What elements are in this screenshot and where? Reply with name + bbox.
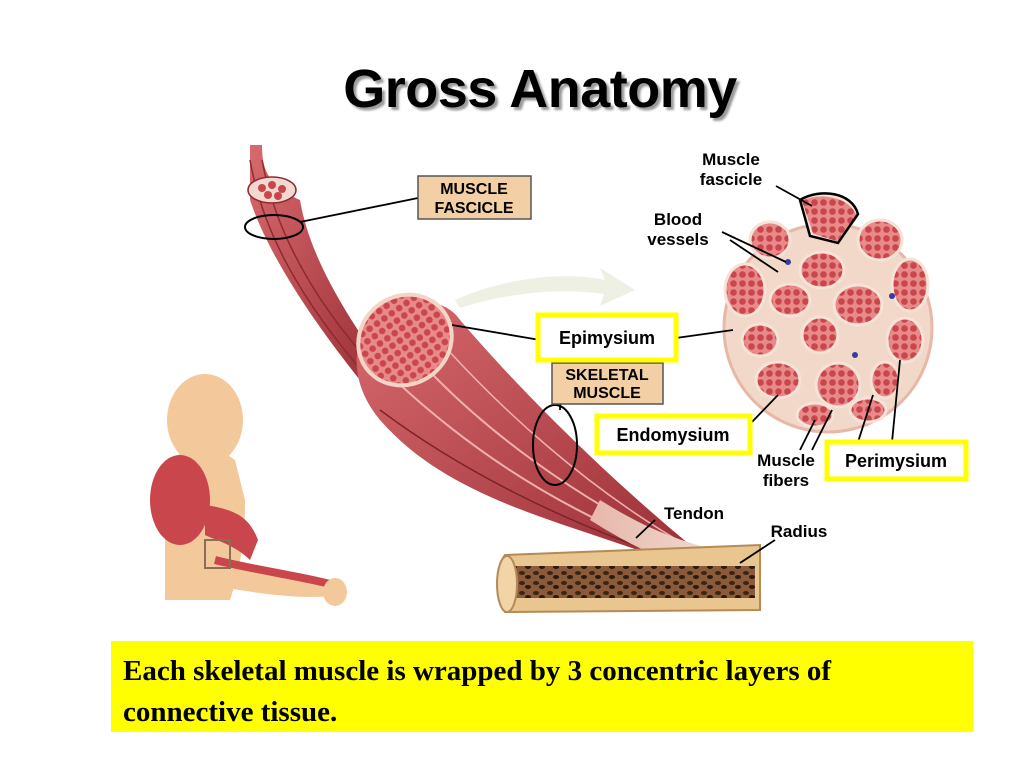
fascicle-strand — [244, 145, 385, 380]
muscle-fascicle-label-line1: Muscle — [702, 150, 760, 169]
endomysium-label: Endomysium — [616, 425, 729, 445]
blood-vessels-label-line2: vessels — [647, 230, 708, 249]
muscle-cross-section — [722, 192, 934, 434]
muscle-fascicle-box — [417, 175, 532, 220]
slide-title: Gross Anatomy — [343, 59, 737, 119]
muscle-fibers-label-line2: fibers — [763, 471, 809, 490]
tendon-label: Tendon — [664, 504, 724, 523]
skeletal-muscle-box — [551, 362, 664, 405]
epimysium-box — [535, 312, 679, 363]
blood-vessels-label-line1: Blood — [654, 210, 702, 229]
caption-text: Each skeletal muscle is wrapped by 3 con… — [123, 655, 832, 728]
muscle-fibers-label-line1: Muscle — [757, 451, 815, 470]
skeletal-muscle-box-line1: SKELETAL — [565, 367, 648, 384]
perimysium-box — [824, 439, 969, 482]
skeletal-muscle-box-line2: MUSCLE — [573, 385, 641, 402]
radius-bone — [496, 543, 761, 614]
faint-arrow — [455, 268, 635, 308]
epimysium-label: Epimysium — [559, 328, 655, 348]
muscle-fascicle-box-line1: MUSCLE — [440, 181, 508, 198]
muscle-fascicle-box-line2: FASCICLE — [434, 200, 513, 217]
muscle-fascicle-label-line2: fascicle — [700, 170, 762, 189]
endomysium-box — [594, 413, 753, 456]
skeletal-muscle-belly — [356, 292, 690, 560]
perimysium-label: Perimysium — [845, 451, 947, 471]
caption-box: Each skeletal muscle is wrapped by 3 con… — [111, 641, 973, 732]
radius-label: Radius — [771, 522, 828, 541]
human-figure — [150, 374, 347, 606]
